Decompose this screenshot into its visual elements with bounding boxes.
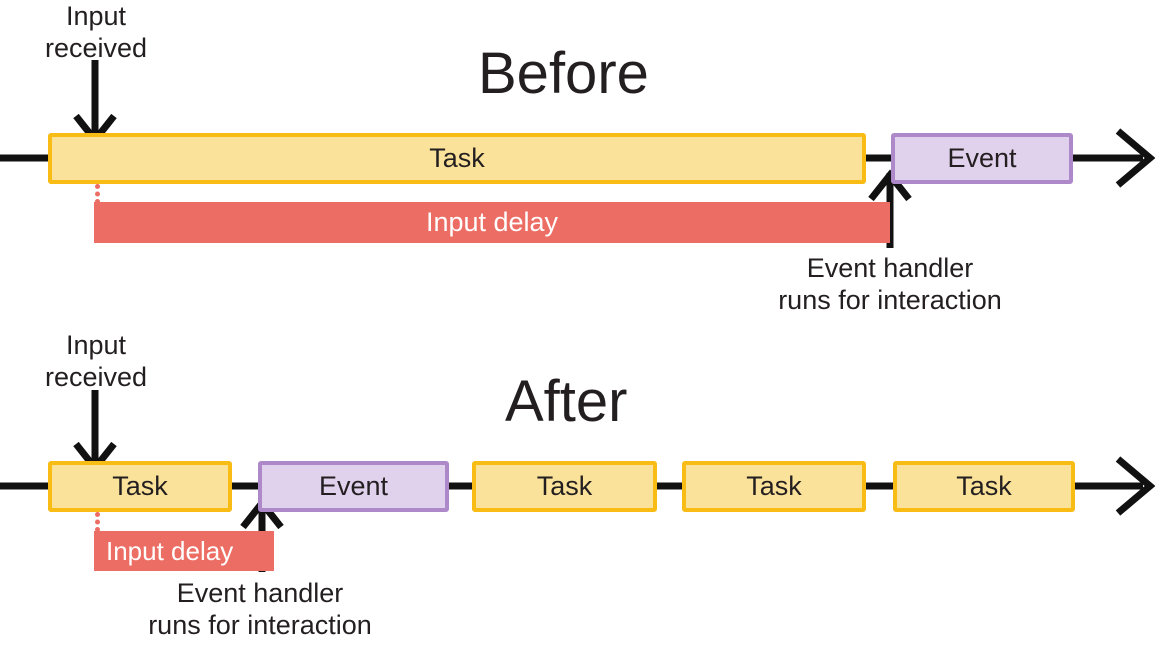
before-input-received-line1: Input xyxy=(65,1,127,31)
after-task-block-1[interactable]: Task xyxy=(48,461,232,512)
after-event-handler-line2: runs for interaction xyxy=(148,609,372,640)
before-input-delay-bar[interactable]: Input delay xyxy=(94,202,890,243)
before-input-received-line2: received xyxy=(44,32,148,63)
before-event-handler-line1: Event handler xyxy=(806,253,974,283)
before-task-label: Task xyxy=(429,143,485,173)
after-event-handler-label: Event handler runs for interaction xyxy=(110,578,410,641)
section-title-after: After xyxy=(505,369,628,434)
after-task-label-2: Task xyxy=(536,471,593,501)
after-task-label-1: Task xyxy=(112,471,168,501)
after-task-block-4[interactable]: Task xyxy=(893,461,1075,512)
after-task-block-2[interactable]: Task xyxy=(472,461,657,512)
after-input-delay-bar[interactable]: Input delay xyxy=(94,531,274,571)
after-timeline-arrowhead xyxy=(1115,456,1155,516)
after-event-handler-line1: Event handler xyxy=(176,578,344,608)
before-timeline-arrowhead xyxy=(1115,128,1155,188)
before-input-delay-guide-line xyxy=(95,184,100,204)
after-input-delay-label: Input delay xyxy=(106,536,234,566)
before-input-received-label: Input received xyxy=(10,1,182,64)
after-task-label-3: Task xyxy=(746,471,802,501)
after-event-block[interactable]: Event xyxy=(258,461,449,512)
after-task-label-4: Task xyxy=(956,471,1012,501)
after-input-received-line1: Input xyxy=(65,330,127,360)
before-event-handler-line2: runs for interaction xyxy=(778,284,1002,315)
after-input-delay-guide-line xyxy=(95,512,100,532)
before-event-label: Event xyxy=(947,143,1017,173)
after-task-block-3[interactable]: Task xyxy=(682,461,866,512)
after-input-received-line2: received xyxy=(44,361,148,392)
after-input-received-label: Input received xyxy=(10,330,182,393)
before-event-handler-label: Event handler runs for interaction xyxy=(740,253,1040,316)
section-title-before: Before xyxy=(478,41,649,106)
before-task-block[interactable]: Task xyxy=(48,133,866,184)
after-event-label: Event xyxy=(318,471,389,501)
before-input-delay-label: Input delay xyxy=(425,207,559,237)
before-event-block[interactable]: Event xyxy=(891,133,1073,184)
